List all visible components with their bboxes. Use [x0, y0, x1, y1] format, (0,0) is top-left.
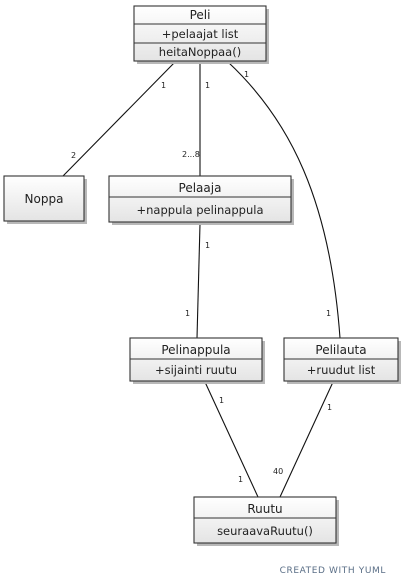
class-pelinappula: Pelinappula +sijainti ruutu	[129, 337, 265, 384]
assoc-peli-noppa	[62, 61, 176, 177]
class-pelaaja: Pelaaja +nappula pelinappula	[108, 175, 294, 225]
class-pelilauta: Pelilauta +ruudut list	[283, 337, 401, 384]
mult-pelilauta-ruutu-ruutu: 40	[273, 467, 283, 476]
mult-peli-noppa-peli: 1	[161, 81, 166, 90]
class-pelaaja-attribute: +nappula pelinappula	[137, 203, 264, 217]
class-pelaaja-name: Pelaaja	[179, 181, 222, 195]
class-ruutu: Ruutu seuraavaRuutu()	[193, 496, 339, 546]
class-peli-method: heitaNoppaa()	[159, 45, 241, 59]
mult-peli-pelilauta-peli: 1	[244, 70, 249, 79]
class-pelinappula-name: Pelinappula	[161, 343, 230, 357]
class-pelilauta-name: Pelilauta	[315, 343, 366, 357]
mult-pelaaja-pelinappula-pelaaja: 1	[205, 241, 210, 250]
mult-pelinappula-ruutu-pelinappula: 1	[219, 396, 224, 405]
multiplicities: 1 2 1 2...8 1 1 1 1 1 1 1 40	[71, 70, 332, 484]
class-pelilauta-attribute: +ruudut list	[307, 363, 376, 377]
mult-peli-pelaaja-pelaaja: 2...8	[182, 150, 200, 159]
mult-pelaaja-pelinappula-pelinappula: 1	[185, 309, 190, 318]
created-with-label: CREATED WITH YUML	[280, 566, 386, 576]
class-peli-attribute: +pelaajat list	[162, 27, 239, 41]
class-peli: Peli +pelaajat list heitaNoppaa()	[133, 5, 269, 64]
assoc-peli-pelilauta	[227, 61, 341, 339]
mult-pelinappula-ruutu-ruutu: 1	[238, 475, 243, 484]
class-noppa: Noppa	[3, 175, 87, 224]
mult-pelilauta-ruutu-pelilauta: 1	[327, 403, 332, 412]
mult-peli-pelaaja-peli: 1	[205, 81, 210, 90]
associations	[62, 61, 341, 498]
class-pelinappula-attribute: +sijainti ruutu	[155, 363, 237, 377]
assoc-pelaaja-pelinappula	[196, 223, 201, 339]
assoc-pelinappula-ruutu	[204, 381, 259, 498]
class-ruutu-name: Ruutu	[247, 502, 282, 516]
assoc-pelilauta-ruutu	[279, 381, 334, 498]
class-ruutu-method: seuraavaRuutu()	[217, 524, 313, 538]
mult-peli-pelilauta-pelilauta: 1	[326, 309, 331, 318]
mult-peli-noppa-noppa: 2	[71, 151, 76, 160]
class-noppa-name: Noppa	[25, 192, 64, 206]
class-peli-name: Peli	[190, 8, 211, 22]
